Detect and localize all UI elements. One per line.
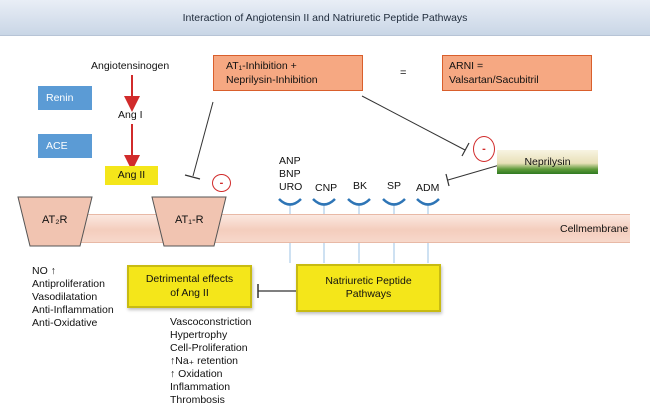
at2-effect-item: Anti-Oxidative (32, 317, 98, 329)
minus-text-at1: - (219, 177, 224, 189)
ang2-box: Ang II (105, 166, 158, 185)
at2-effects-list: NO ↑ Antiproliferation Vasodilatation An… (32, 265, 114, 330)
at2-effect-item: Anti-Inflammation (32, 304, 114, 316)
inhibit-line-adm (447, 163, 504, 181)
detrimental-effect-item: Vascoconstriction (170, 316, 252, 328)
peptide-anp: ANP (279, 155, 301, 167)
at2-effect-item: Vasodilatation (32, 291, 98, 303)
receptor-cup-cnp (312, 198, 336, 206)
detrimental-effect-item: ↑Na₊ retention (170, 355, 238, 367)
peptide-uro: URO (279, 181, 303, 193)
peptide-sp: SP (387, 180, 402, 192)
minus-text-neprilysin: - (482, 143, 486, 155)
inhibition-line2: Neprilysin-Inhibition (226, 73, 318, 86)
receptor-cup-bk (347, 198, 371, 206)
detrimental-effect-item: Inflammation (170, 381, 231, 393)
detrimental-line1: Detrimental effects (145, 273, 234, 286)
peptide-bk: BK (353, 180, 368, 192)
ace-label: ACE (46, 140, 68, 152)
ang2-label: Ang II (117, 168, 146, 181)
detrimental-line2: of Ang II (170, 286, 209, 299)
cell-membrane (37, 214, 630, 243)
inhibit-bar-neprilysin (461, 142, 470, 157)
inhibit-line-neprilysin (361, 95, 466, 151)
diagram-title: Interaction of Angiotensin II and Natriu… (182, 11, 468, 24)
detrimental-effect-item: ↑ Oxidation (170, 368, 223, 380)
inhibit-bar-at1r (184, 174, 201, 180)
at1-inhibition-minus: - (212, 174, 231, 192)
at1-receptor-shape (151, 196, 227, 247)
detrimental-effect-item: Thrombosis (170, 394, 225, 406)
membrane-label: Cellmembrane (560, 223, 629, 235)
anp-group: ANP BNP URO (279, 155, 302, 194)
angiotensinogen-label: Angiotensinogen (91, 60, 170, 72)
inhibit-bar-adm (445, 173, 450, 187)
detrimental-effect-item: Hypertrophy (170, 329, 228, 341)
natriuretic-line1: Natriuretic Peptide (325, 274, 412, 287)
at2-receptor-shape (17, 196, 93, 247)
inhibition-line1: AT₁-Inhibition + (226, 60, 297, 72)
receptor-cup-adm (416, 198, 440, 206)
inhibit-line-at1r (192, 101, 214, 177)
peptide-adm: ADM (416, 182, 440, 194)
receptor-cup-anp (278, 198, 302, 206)
detrimental-effect-item: Cell-Proliferation (170, 342, 248, 354)
neprilysin-box: Neprilysin (497, 150, 598, 174)
receptor-cup-sp (382, 198, 406, 206)
renin-box: Renin (38, 86, 92, 110)
ace-box: ACE (38, 134, 92, 158)
arni-line1: ARNI = (449, 60, 484, 72)
renin-label: Renin (46, 92, 74, 104)
neprilysin-label: Neprilysin (524, 156, 571, 168)
detrimental-effects-box: Detrimental effects of Ang II (127, 265, 252, 308)
arni-line2: Valsartan/Sacubitril (449, 73, 539, 86)
natriuretic-pathways-box: Natriuretic Peptide Pathways (296, 264, 441, 312)
detrimental-effects-list: Vascoconstriction Hypertrophy Cell-Proli… (170, 316, 252, 407)
equals-sign: = (400, 67, 407, 79)
neprilysin-inhibition-minus: - (473, 136, 495, 162)
at2-receptor-text: AT₂R (42, 214, 68, 226)
at1-receptor-label: AT₁-R (175, 215, 204, 226)
natriuretic-line2: Pathways (345, 288, 392, 300)
at2-effect-item: Antiproliferation (32, 278, 105, 290)
at2-effect-item: NO ↑ (32, 265, 56, 277)
diagram-title-bar: Interaction of Angiotensin II and Natriu… (0, 0, 650, 36)
at2-receptor-label: AT₂R (42, 215, 67, 226)
peptide-bnp: BNP (279, 168, 301, 180)
arni-box: ARNI = Valsartan/Sacubitril (442, 55, 592, 91)
at1-receptor-text: AT₁-R (175, 214, 204, 226)
ang1-label: Ang I (118, 109, 143, 121)
peptide-cnp: CNP (315, 182, 338, 194)
inhibition-box: AT₁-Inhibition + Neprilysin-Inhibition (213, 55, 363, 91)
